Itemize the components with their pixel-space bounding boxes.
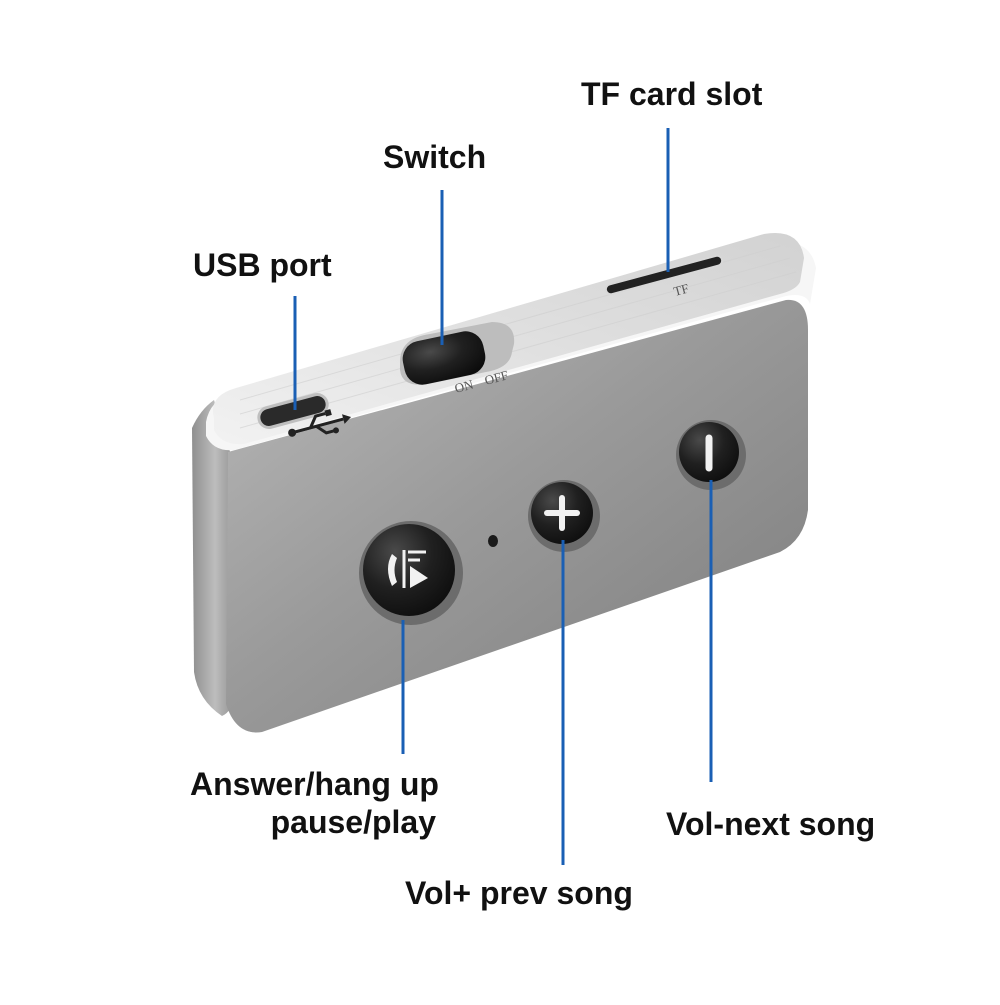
switch-on-marking: ON [453,376,476,396]
device-front-face [226,299,808,733]
vol-minus-button[interactable] [676,420,746,490]
tf-marking: TF [672,280,691,298]
vol-minus-label: Vol-next song [666,806,876,842]
answer-label-line2: pause/play [270,804,436,840]
phone-play-icon [388,550,428,588]
answer-label-line1: Answer/hang up [190,766,439,802]
tf-card-slot-label: TF card slot [581,76,763,112]
usb-icon [288,409,352,437]
microphone-hole [488,535,498,547]
usb-port-slot [257,393,329,429]
vol-plus-label: Vol+ prev song [405,875,633,911]
switch-label: Switch [383,139,487,175]
usb-port-label: USB port [193,247,332,283]
switch-off-marking: OFF [483,367,510,388]
callout-lines [293,128,713,865]
switch-knob[interactable] [399,328,488,388]
answer-label: Answer/hang up pause/play [190,765,439,841]
plus-icon [544,495,580,531]
device-side-face [192,400,238,716]
vol-plus-button[interactable] [528,480,600,552]
answer-button[interactable] [359,521,463,625]
tf-card-slot-opening [604,254,724,296]
